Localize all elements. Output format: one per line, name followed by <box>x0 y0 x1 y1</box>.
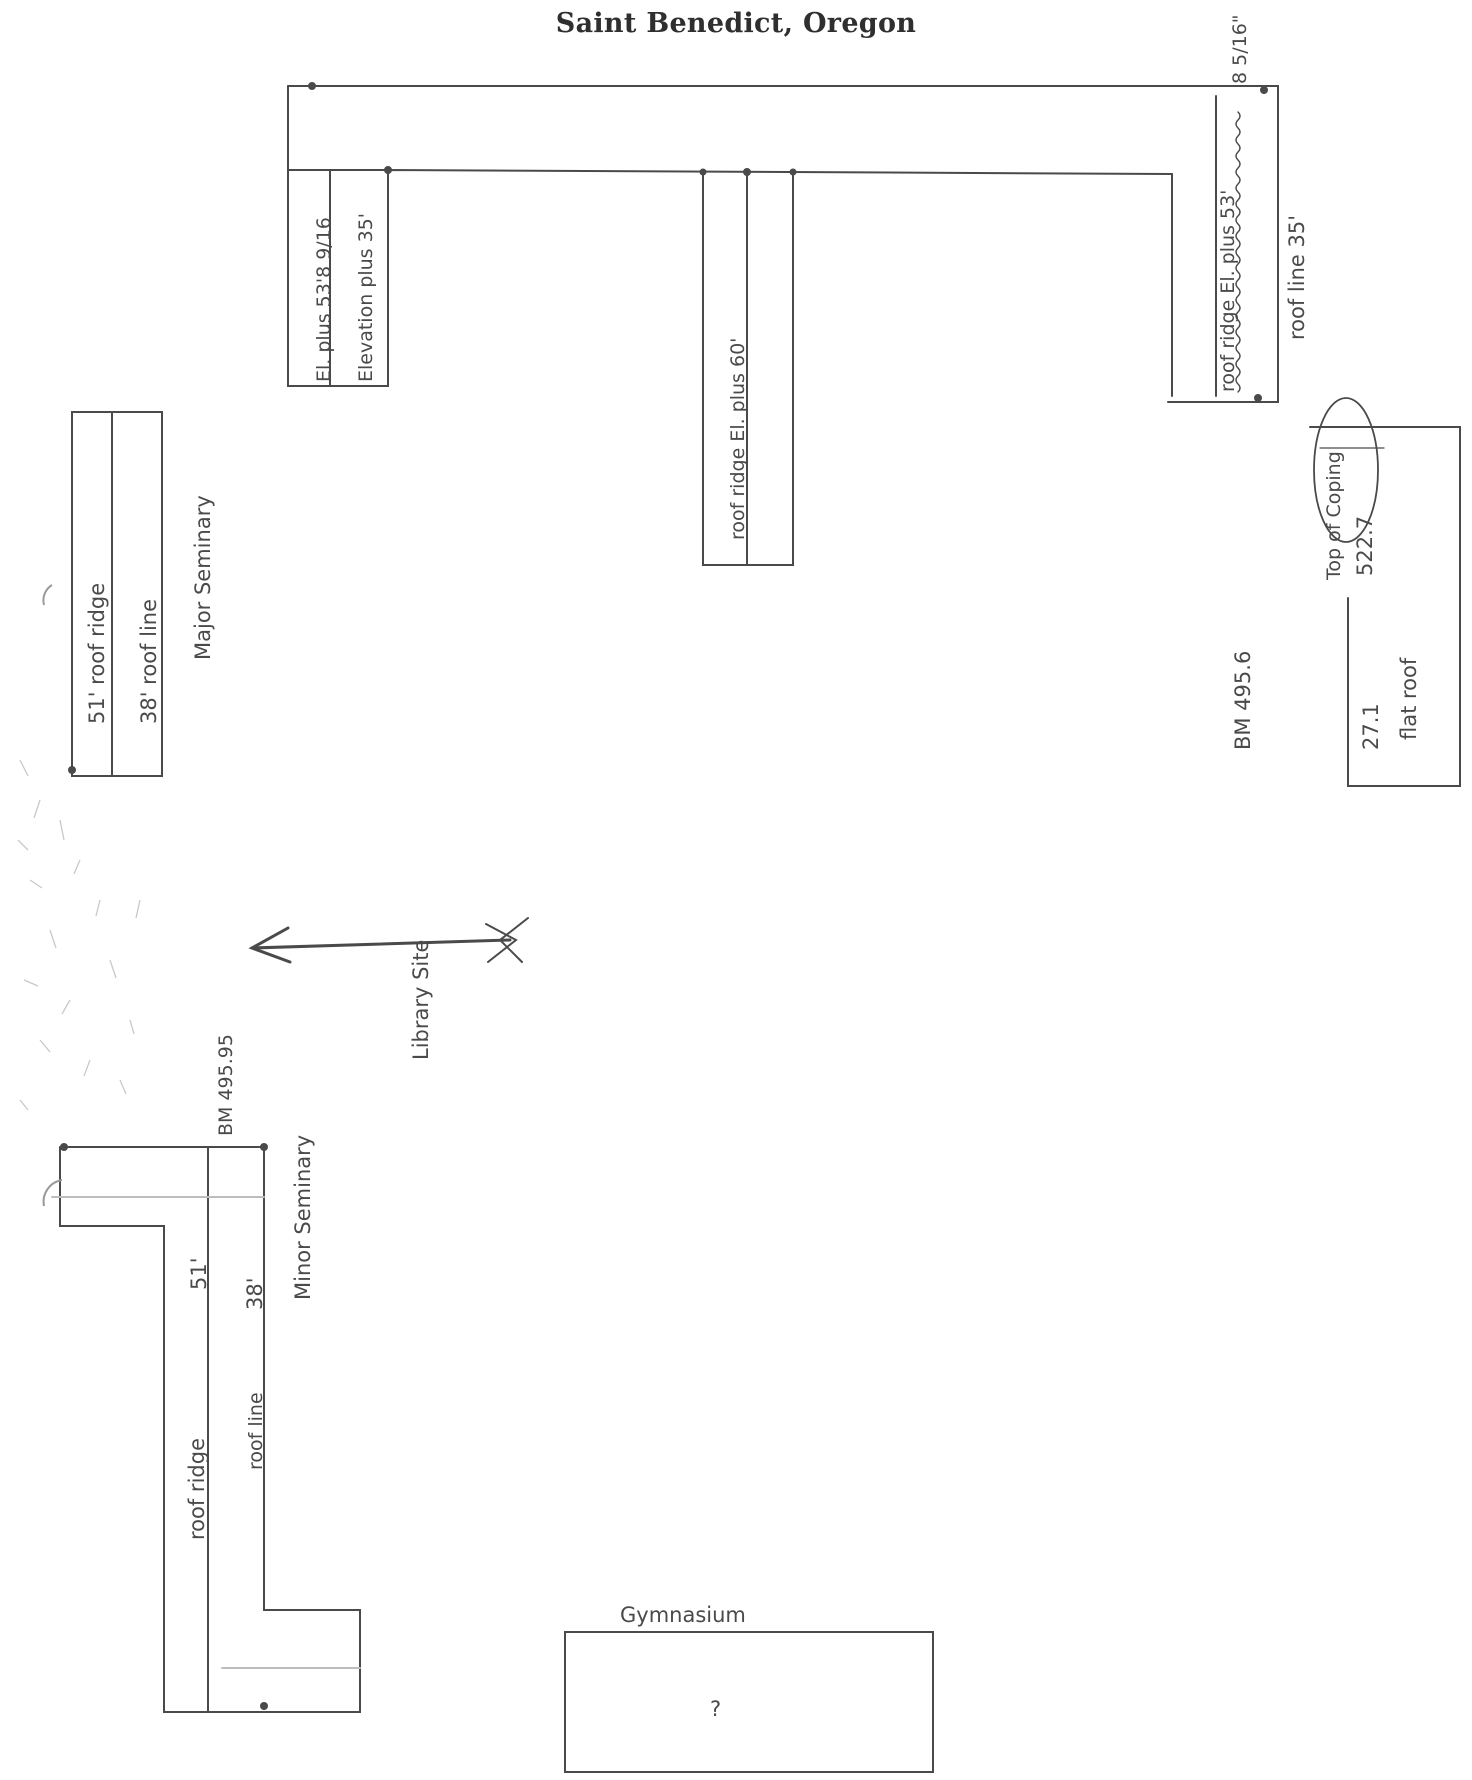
right-wing-line-label: roof line 35' <box>1285 215 1309 340</box>
flat-roof-label: flat roof <box>1397 657 1421 740</box>
flat-roof-building-outline <box>1309 397 1461 787</box>
center-wing-ridge-label: roof ridge El. plus 60' <box>727 338 749 540</box>
left-wing-elevation-label: Elevation plus 35' <box>355 213 377 382</box>
gymnasium-outline <box>564 1631 934 1773</box>
coping-label: Top of Coping <box>1323 451 1345 581</box>
major-seminary-outline <box>68 411 163 777</box>
center-wing-outline <box>699 168 797 566</box>
page-title: Saint Benedict, Oregon <box>555 8 917 39</box>
gymnasium-mark: ? <box>710 1697 721 1721</box>
right-wing-top-note: 8 5/16" <box>1229 14 1251 84</box>
eraser-marks <box>17 584 141 1207</box>
right-wing-lines <box>1215 95 1262 402</box>
library-site-label: Library Site <box>409 940 433 1060</box>
minor-seminary-outline <box>51 1143 361 1713</box>
library-arrow <box>248 917 529 964</box>
minor-seminary-ridge-label: roof ridge <box>185 1438 209 1540</box>
minor-seminary-benchmark: BM 495.95 <box>215 1034 237 1136</box>
main-building-outline <box>287 82 1279 403</box>
minor-seminary-name: Minor Seminary <box>291 1135 315 1300</box>
minor-seminary-ridge-value: 51' <box>187 1258 211 1291</box>
benchmark-label-right: BM 495.6 <box>1231 651 1255 750</box>
coping-value: 522.7 <box>1353 516 1377 576</box>
minor-seminary-line-value: 38' <box>243 1278 267 1311</box>
minor-seminary-line-label: roof line <box>245 1392 267 1470</box>
gymnasium-label: Gymnasium <box>620 1603 746 1627</box>
left-wing-ridge-label: El. plus 53'8 9/16 <box>313 217 335 382</box>
major-seminary-ridge-label: 51' roof ridge <box>85 583 109 724</box>
right-wing-ridge-label: roof ridge El. plus 53' <box>1217 190 1239 392</box>
major-seminary-line-label: 38' roof line <box>137 599 161 724</box>
major-seminary-name: Major Seminary <box>191 495 215 660</box>
flat-roof-value: 27.1 <box>1359 703 1383 750</box>
